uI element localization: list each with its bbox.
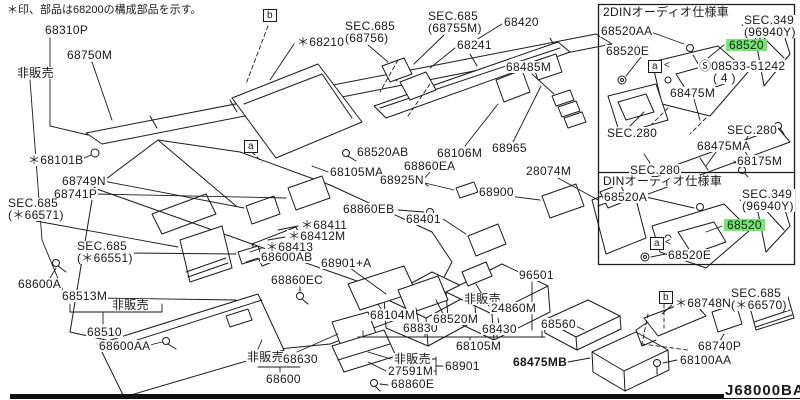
part-label-68860EC: 68860EC bbox=[270, 273, 325, 287]
part-label-68520AA: 68520AA bbox=[600, 24, 654, 38]
part-label-68749N: 68749N bbox=[61, 174, 107, 188]
part-label-68310P: 68310P bbox=[44, 23, 90, 37]
ref-box-b: b bbox=[659, 291, 673, 304]
ref-box-a: a bbox=[648, 60, 662, 73]
part-label-SEC280: SEC.280 bbox=[629, 163, 682, 177]
part-label-27591M: 27591M bbox=[387, 364, 435, 378]
part-label-68520E: 68520E bbox=[667, 248, 713, 262]
part-label-68830: 68830 bbox=[402, 321, 439, 335]
dashed-reference-lines bbox=[245, 25, 707, 351]
diagram-code: J68000BA bbox=[724, 383, 800, 398]
part-label-68105MA: 68105MA bbox=[329, 165, 385, 179]
label-not-for-sale: 非販売 bbox=[111, 298, 150, 312]
part-label-68420: 68420 bbox=[503, 15, 540, 29]
ref-box-b: b bbox=[263, 9, 277, 22]
part-label-68101B: ＊68101B bbox=[27, 153, 85, 167]
part-label-SEC68566571: SEC.685 (＊66571) bbox=[7, 196, 65, 222]
part-label-68401: 68401 bbox=[405, 212, 442, 226]
part-label-68900: 68900 bbox=[478, 185, 515, 199]
part-label-68175M: 68175M bbox=[736, 154, 784, 168]
part-label-68520AB: 68520AB bbox=[356, 145, 410, 159]
part-label-SEC34996940Y: SEC.349 (96940Y) bbox=[741, 187, 795, 213]
part-label-68475M: 68475M bbox=[669, 86, 717, 100]
view-arrow: < bbox=[663, 60, 672, 71]
section-title-2din-audio: 2DINオーディオ仕様車 bbox=[602, 5, 731, 19]
part-label-68510: 68510 bbox=[86, 325, 123, 339]
part-label-68748N: ＊68748N bbox=[674, 296, 733, 310]
part-label-68901: 68901 bbox=[444, 359, 481, 373]
part-label-68106M: 68106M bbox=[436, 146, 484, 160]
highlighted-part-68520: 68520 bbox=[724, 219, 765, 231]
part-label-24860M: 24860M bbox=[490, 301, 538, 315]
part-label-68105M: 68105M bbox=[455, 339, 503, 353]
part-label-68860EA: 68860EA bbox=[403, 159, 457, 173]
part-label-SEC280: SEC.280 bbox=[606, 126, 659, 140]
part-label-68925N: 68925N bbox=[379, 173, 425, 187]
part-label-68413: ＊68413 bbox=[265, 240, 315, 254]
part-label-4: ( 4 ) bbox=[712, 71, 737, 85]
label-not-for-sale: 非販売 bbox=[16, 66, 55, 80]
part-label-28074M: 28074M bbox=[525, 164, 573, 178]
part-label-68630: 68630 bbox=[282, 352, 319, 366]
part-label-SEC68568756: SEC.685 (68756) bbox=[344, 19, 397, 45]
label-not-for-sale: 非販売 bbox=[246, 350, 285, 364]
part-label-SEC34996940Y: SEC.349 (96940Y) bbox=[743, 13, 797, 39]
part-label-68475MB: 68475MB bbox=[512, 355, 569, 369]
part-label-68600AB: 68600AB bbox=[260, 250, 314, 264]
part-label-68475MA: 68475MA bbox=[696, 139, 752, 153]
part-label-SEC68566570: SEC.685 (＊66570) bbox=[730, 286, 788, 312]
part-label-68241: 68241 bbox=[456, 38, 493, 52]
highlighted-part-68520: 68520 bbox=[726, 39, 767, 51]
bottom-rule bbox=[10, 394, 800, 399]
part-label-68210: ＊68210 bbox=[296, 35, 346, 49]
part-label-68600: 68600 bbox=[265, 372, 302, 386]
part-label-68750M: 68750M bbox=[66, 48, 114, 62]
part-label-SEC280: SEC.280 bbox=[726, 123, 779, 137]
part-label-68412M: ＊68412M bbox=[287, 229, 347, 243]
part-label-68411: ＊68411 bbox=[300, 218, 349, 232]
section-title-din-audio: DINオーディオ仕様車 bbox=[602, 174, 724, 188]
part-label-0853351242: Ⓢ08533-51242 bbox=[698, 59, 787, 73]
part-label-68104M: 68104M bbox=[369, 308, 417, 322]
part-label-68740P: 68740P bbox=[697, 339, 743, 353]
part-label-SEC68568755M: SEC.685 (68755M) bbox=[427, 9, 483, 35]
part-label-68741P: 68741P bbox=[53, 187, 99, 201]
part-label-68430: 68430 bbox=[481, 322, 518, 336]
part-label-SEC68566551: SEC.685 (＊66551) bbox=[76, 239, 134, 265]
part-label-68860E: 68860E bbox=[390, 377, 436, 391]
note-starred-parts: ＊印、部品は68200の構成部品を示す。 bbox=[6, 4, 203, 16]
part-label-68513M: 68513M bbox=[61, 289, 109, 303]
part-label-68860EB: 68860EB bbox=[342, 202, 396, 216]
part-label-68520M: 68520M bbox=[432, 312, 480, 326]
ref-box-a: a bbox=[650, 237, 664, 250]
ref-box-a: a bbox=[244, 140, 258, 153]
label-not-for-sale: 非販売 bbox=[393, 352, 432, 366]
part-label-68520A: 68520A bbox=[603, 190, 649, 204]
view-arrow: < bbox=[664, 237, 673, 248]
part-label-68965: 68965 bbox=[491, 141, 528, 155]
part-label-68600AA: 68600AA bbox=[98, 339, 152, 353]
part-label-68901+A: 68901+A bbox=[320, 256, 373, 270]
part-label-68100AA: 68100AA bbox=[679, 353, 733, 367]
part-label-68520E: 68520E bbox=[605, 44, 651, 58]
part-label-96501: 96501 bbox=[518, 268, 555, 282]
part-label-68600A: 68600A bbox=[17, 277, 63, 291]
part-label-68485M: 68485M bbox=[505, 60, 553, 74]
part-label-68560: 68560 bbox=[540, 317, 577, 331]
